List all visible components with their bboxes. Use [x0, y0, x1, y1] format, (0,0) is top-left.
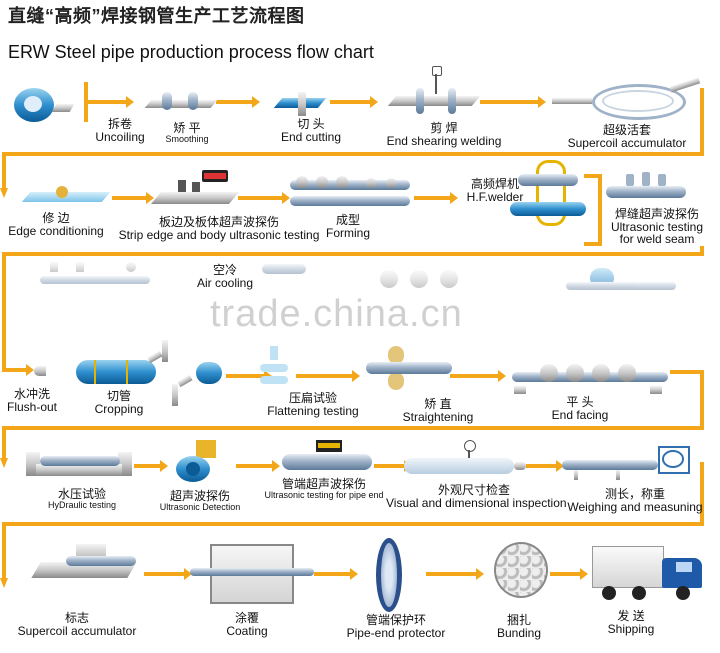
end-facing-illustration [512, 358, 668, 398]
smoothing-rollers-illustration [144, 92, 218, 114]
weld-seam-ultrasonic-illustration [606, 172, 686, 202]
title-chinese: 直缝“高频”焊接钢管生产工艺流程图 [8, 6, 305, 26]
end-shearing-welding-illustration [387, 66, 481, 120]
hydraulic-test-illustration [26, 446, 134, 480]
shipping-truck-illustration [592, 540, 714, 606]
title-english: ERW Steel pipe production process flow c… [8, 42, 374, 62]
weighing-illustration [562, 446, 690, 482]
bundling-illustration [492, 540, 548, 598]
visual-inspection-illustration [404, 440, 528, 480]
flattening-press-illustration [256, 346, 296, 394]
pipe-end-protector-illustration [370, 538, 410, 614]
ultrasonic-detection-illustration [172, 440, 236, 484]
coil-illustration [8, 84, 78, 124]
supercoil-accumulator-illustration [552, 77, 702, 120]
marking-illustration [31, 540, 140, 586]
pipe-end-ultrasonic-illustration [282, 440, 376, 474]
cooling-line-illustration [30, 262, 690, 302]
strip-ultrasonic-illustration [150, 170, 240, 210]
cropping-illustration [66, 334, 226, 406]
hf-welder-illustration [510, 160, 586, 226]
edge-conditioning-illustration [21, 184, 111, 208]
flush-nozzle-illustration [34, 366, 54, 376]
watermark-text: trade.china.cn [210, 293, 463, 335]
coating-illustration [190, 540, 314, 606]
straightening-illustration [366, 346, 452, 392]
end-cutting-illustration [273, 92, 328, 118]
forming-rolls-illustration [290, 174, 414, 212]
